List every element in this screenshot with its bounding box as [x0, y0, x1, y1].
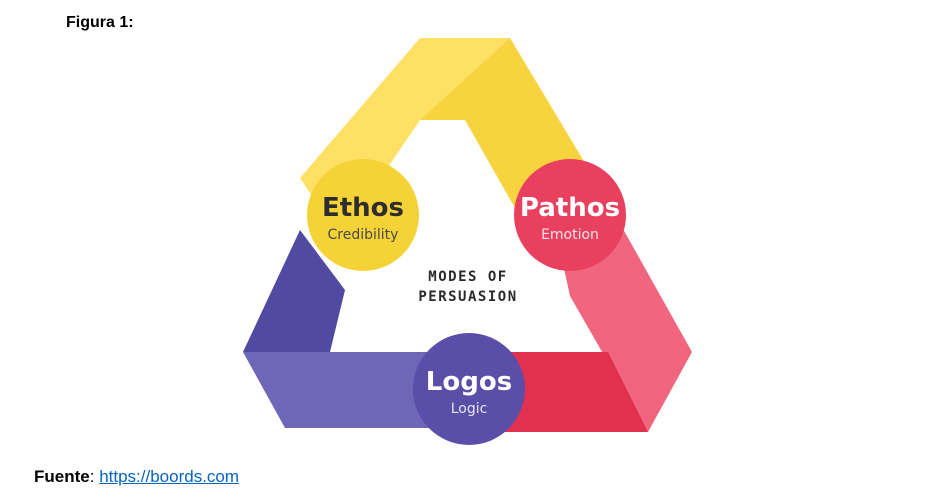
- pathos-subtitle: Emotion: [541, 227, 599, 243]
- logos-title: Logos: [426, 367, 512, 397]
- band-purple-lower: [243, 352, 440, 428]
- center-title-line-1: MODES OF: [428, 269, 507, 285]
- logos-circle: [413, 333, 525, 445]
- ethos-subtitle: Credibility: [328, 227, 399, 243]
- logos-node: Logos Logic: [413, 333, 525, 445]
- pathos-circle: [514, 159, 626, 271]
- pathos-node: Pathos Emotion: [514, 159, 626, 271]
- ethos-node: Ethos Credibility: [307, 159, 419, 271]
- band-purple-upper: [243, 230, 345, 352]
- source-line: Fuente: https://boords.com: [34, 467, 239, 487]
- figure-label: Figura 1:: [66, 14, 134, 31]
- source-separator: :: [89, 467, 100, 486]
- pathos-title: Pathos: [520, 193, 620, 223]
- ethos-circle: [307, 159, 419, 271]
- source-link[interactable]: https://boords.com: [99, 467, 240, 486]
- band-pink-lower: [500, 352, 648, 432]
- ethos-title: Ethos: [322, 193, 404, 223]
- center-title-line-2: PERSUASION: [418, 289, 517, 305]
- source-prefix: Fuente: [34, 467, 90, 486]
- logos-subtitle: Logic: [451, 401, 488, 417]
